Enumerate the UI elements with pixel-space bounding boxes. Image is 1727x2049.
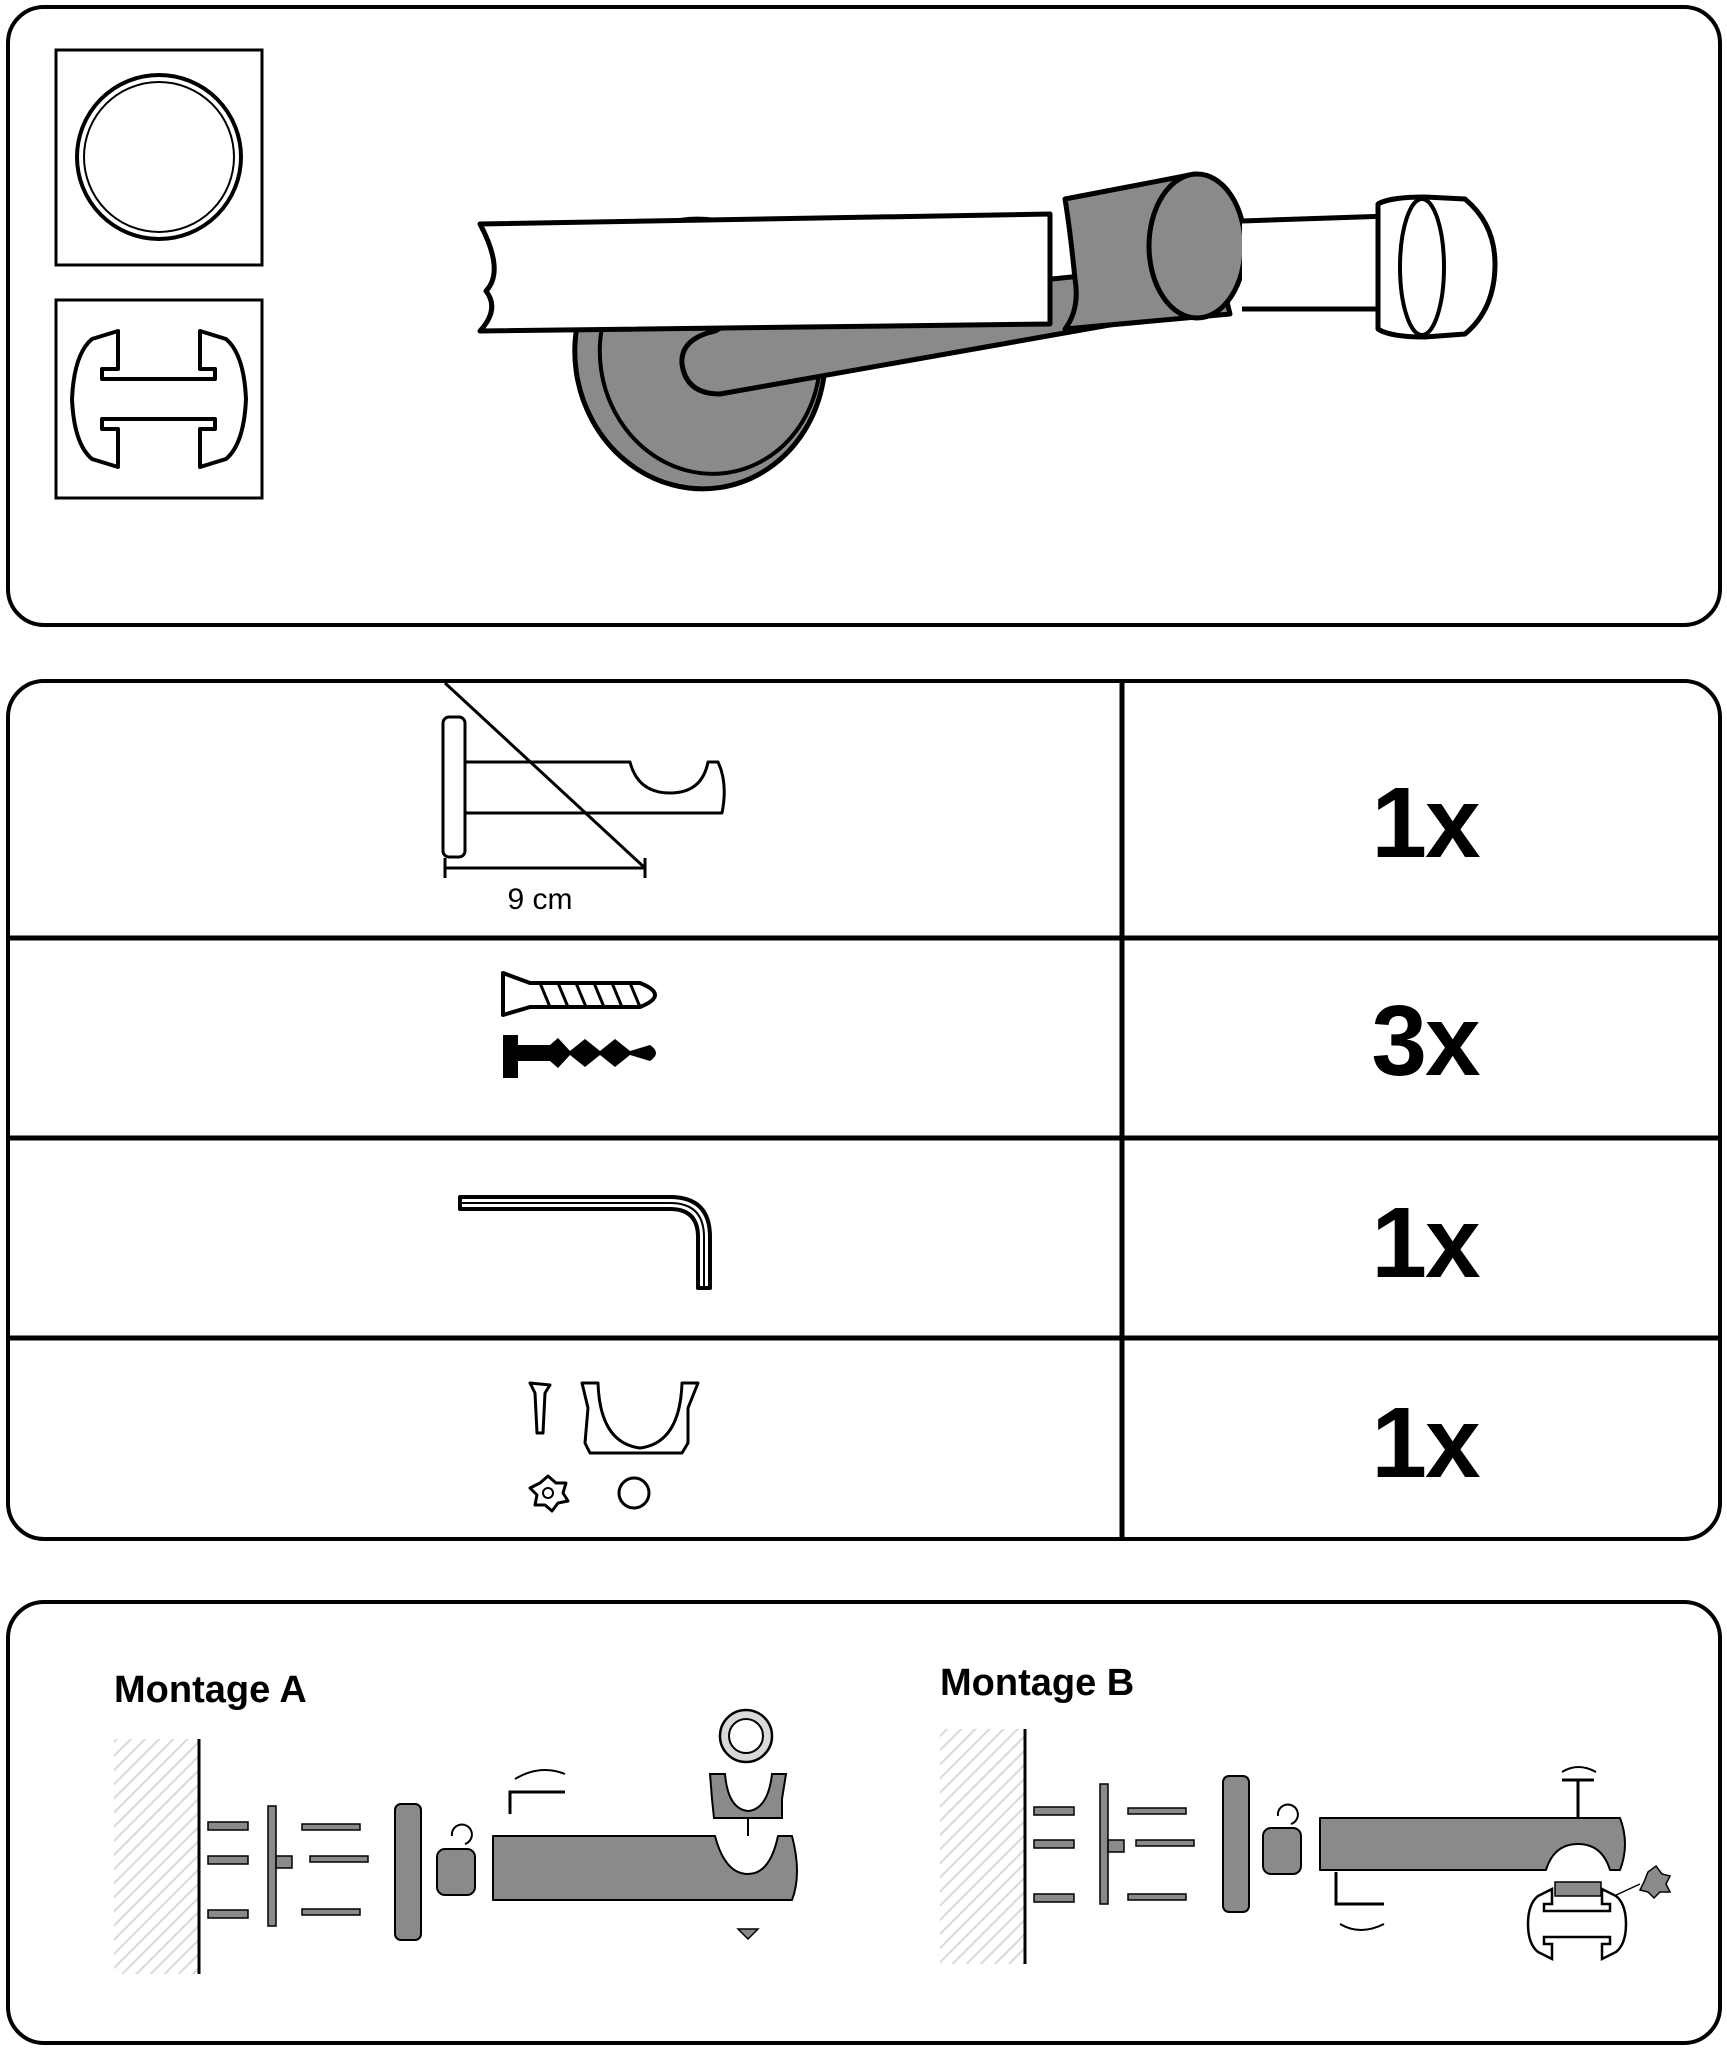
bracket-dimension-label: 9 cm (507, 883, 573, 916)
adapter-set-quantity: 1x (1371, 1387, 1480, 1499)
adapter-clip-set-icon (528, 1381, 700, 1513)
allen-key-quantity: 1x (1371, 1187, 1480, 1299)
montage-a-diagram-icon (114, 1708, 798, 1974)
bracket-icon (441, 683, 726, 878)
montage-a-title: Montage A (114, 1669, 307, 1711)
product-overview-panel (6, 5, 1722, 627)
parts-list-panel: 9 cm 1x 3x 1x 1x (6, 679, 1722, 1541)
curtain-rod-illustration-icon (477, 171, 1498, 492)
montage-b-title: Montage B (940, 1662, 1135, 1704)
montage-b-diagram-icon (940, 1729, 1672, 1964)
mounting-instructions-panel: Montage A Montage B (6, 1600, 1722, 2045)
round-rod-profile-icon (54, 48, 264, 267)
bracket-quantity: 1x (1371, 767, 1480, 879)
rail-profile-icon (54, 298, 264, 500)
allen-key-icon (458, 1195, 712, 1290)
screw-dowel-quantity: 3x (1371, 985, 1480, 1097)
parts-table-grid (10, 683, 1718, 1537)
screw-and-dowel-icon (501, 971, 657, 1078)
